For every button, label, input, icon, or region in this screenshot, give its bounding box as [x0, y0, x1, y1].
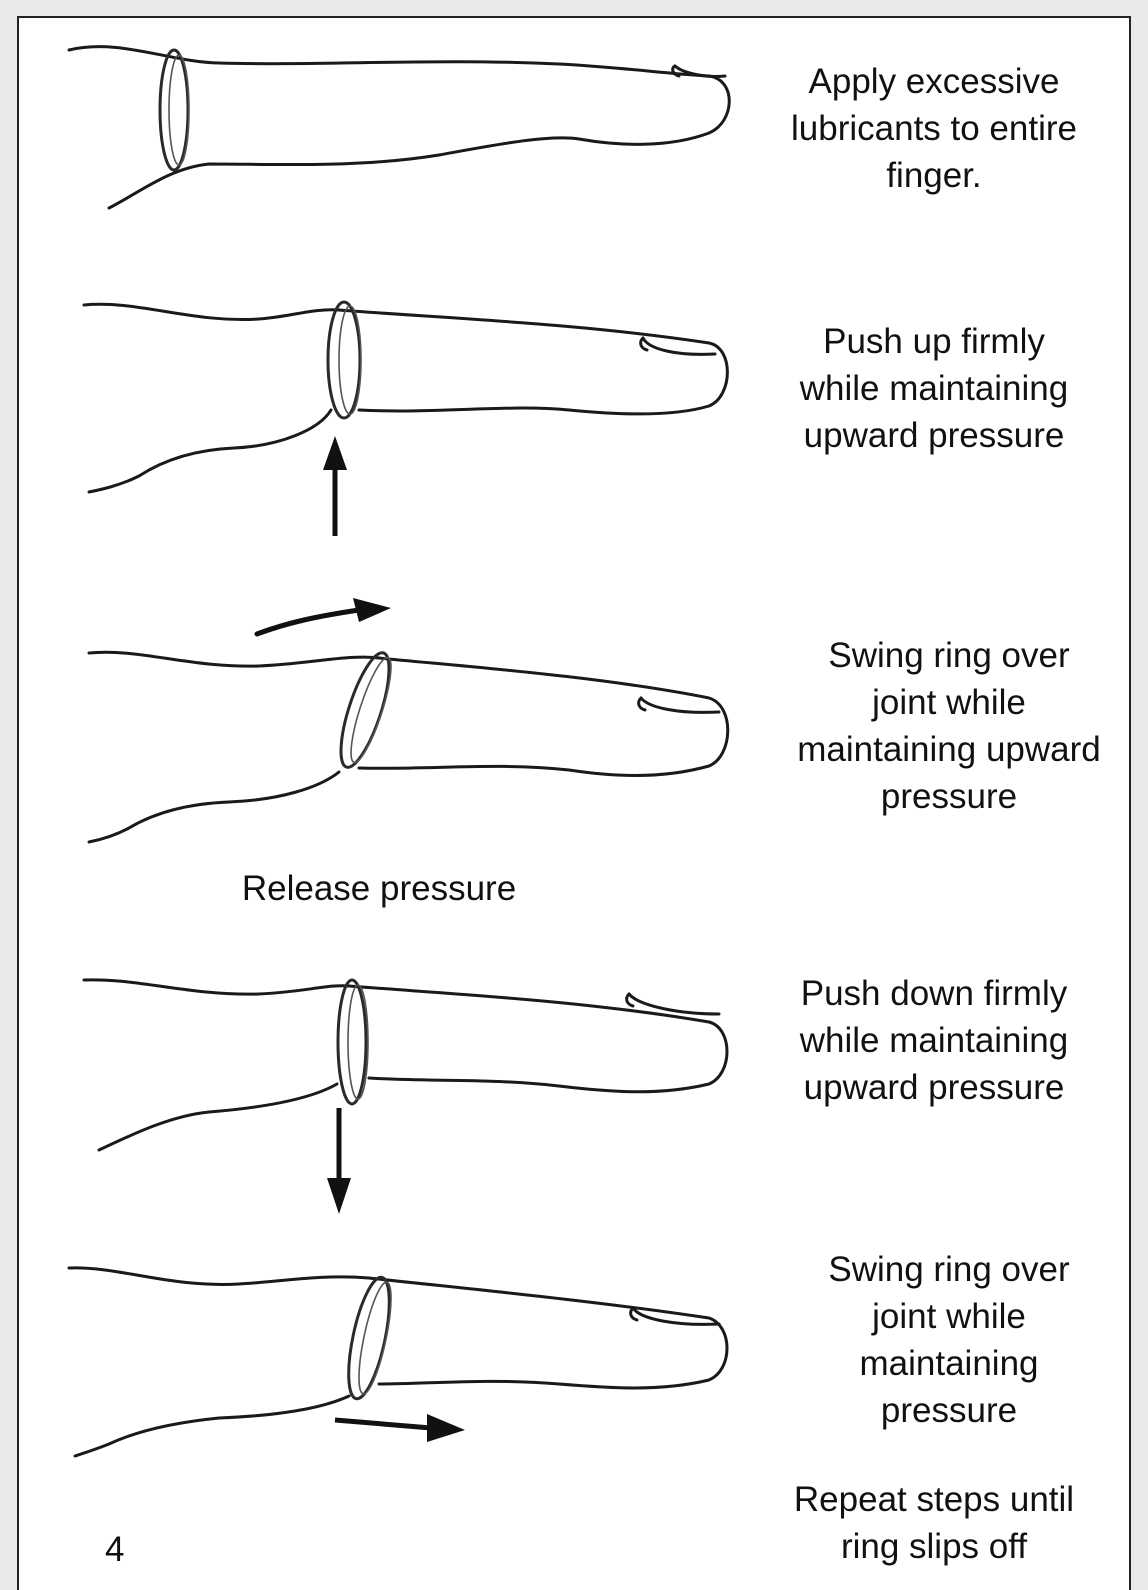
step-4-caption: Release pressure — [199, 865, 559, 912]
finger-illustration-step-1 — [69, 47, 729, 208]
finger-illustration-step-5 — [69, 1268, 727, 1456]
step-7-caption: Repeat steps until ring slips off — [739, 1476, 1129, 1570]
step-5-caption: Push down firmly while maintaining upwar… — [739, 970, 1129, 1111]
finger-illustration-step-3 — [89, 598, 728, 842]
ring-icon — [160, 50, 188, 170]
right-arrow-icon — [257, 610, 359, 634]
ring-icon — [328, 302, 360, 418]
step-6-caption: Swing ring over joint while maintaining … — [779, 1246, 1119, 1434]
page-number: 4 — [105, 1530, 124, 1570]
ring-icon — [331, 648, 399, 772]
step-3-caption: Swing ring over joint while maintaining … — [759, 632, 1131, 820]
instruction-page: Apply excessive lubricants to entire fin… — [17, 16, 1131, 1590]
right-arrow-icon — [335, 1420, 431, 1428]
finger-illustration-step-2 — [84, 302, 727, 536]
step-1-caption: Apply excessive lubricants to entire fin… — [739, 58, 1129, 199]
step-2-caption: Push up firmly while maintaining upward … — [739, 318, 1129, 459]
finger-illustration-step-4 — [84, 980, 727, 1214]
